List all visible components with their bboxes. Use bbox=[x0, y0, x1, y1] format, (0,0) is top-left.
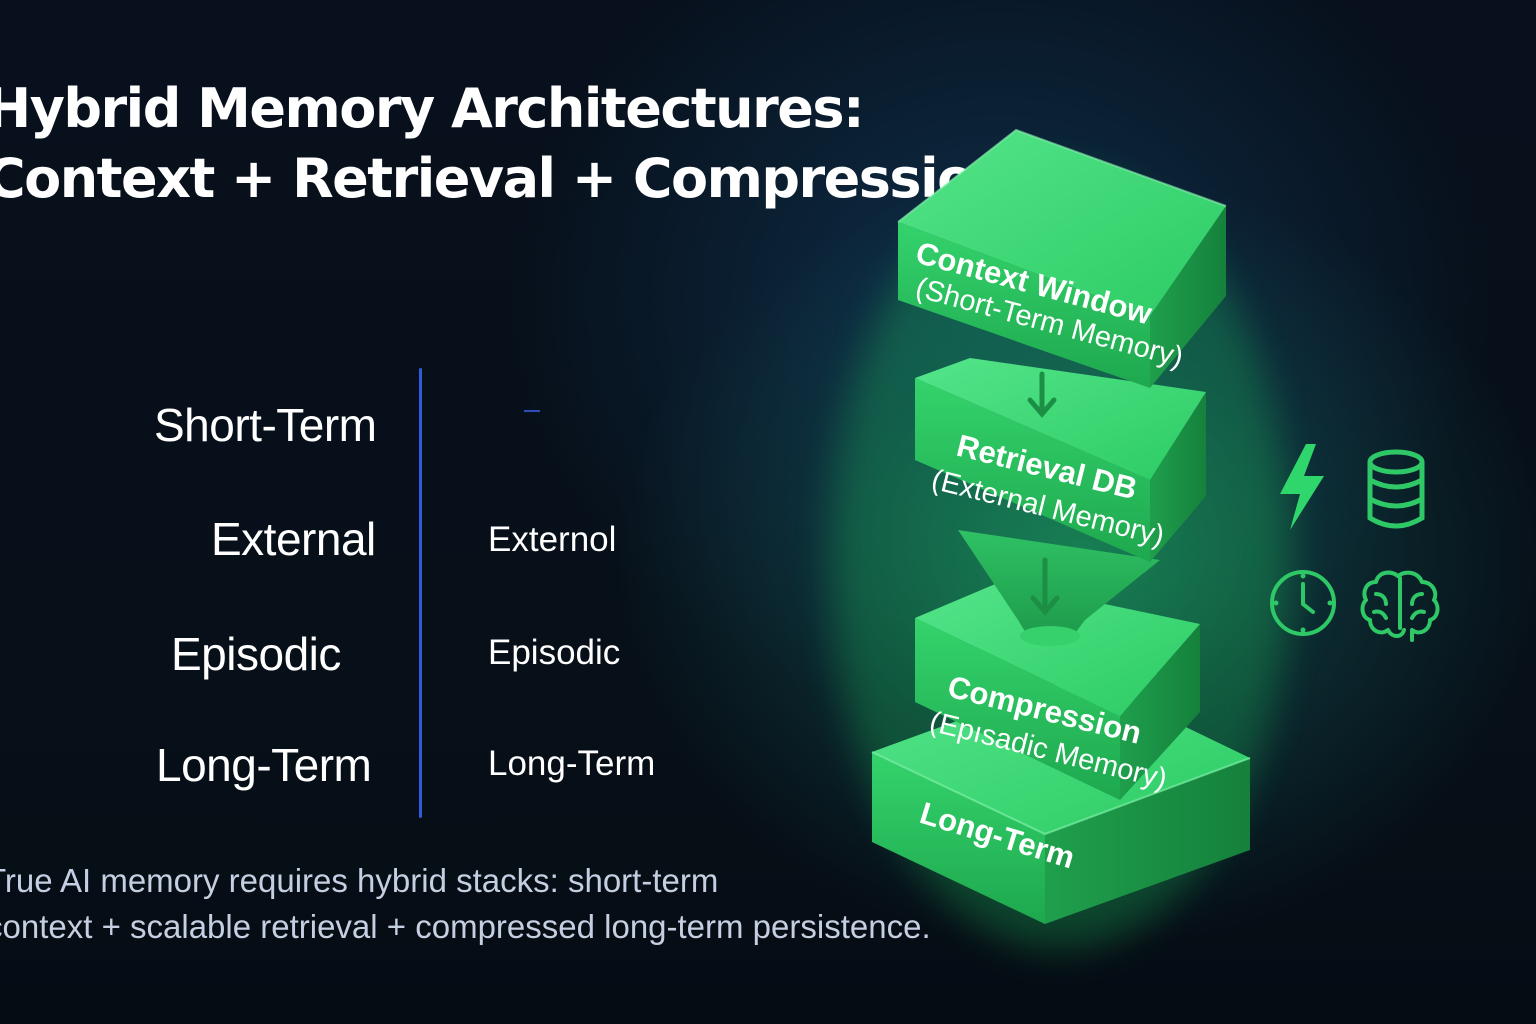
label-external: External bbox=[211, 513, 376, 565]
page-title: Hybrid Memory Architectures: Context + R… bbox=[0, 74, 1011, 214]
short-dash bbox=[524, 410, 540, 412]
brain-icon bbox=[1360, 570, 1440, 642]
vertical-divider bbox=[419, 368, 422, 818]
clock-icon bbox=[1270, 570, 1336, 636]
label-short-term: Short-Term bbox=[154, 399, 377, 451]
right-label-episodic: Episodic bbox=[488, 633, 621, 672]
flow-arrow-1 bbox=[1027, 371, 1057, 418]
label-long-term: Long-Term bbox=[156, 739, 372, 791]
title-line-1: Hybrid Memory Architectures: bbox=[0, 77, 865, 140]
database-icon bbox=[1367, 449, 1425, 529]
block-context: Context Window (Short-Term Memory) bbox=[897, 128, 1227, 388]
footer-line-1: True AI memory requires hybrid stacks: s… bbox=[0, 862, 719, 899]
lightning-icon bbox=[1280, 444, 1324, 530]
compression-funnel bbox=[958, 530, 1160, 646]
right-label-external: Externol bbox=[488, 520, 617, 559]
title-line-2: Context + Retrieval + Compression bbox=[0, 147, 1011, 210]
footer-line-2: context + scalable retrieval + compresse… bbox=[0, 908, 931, 945]
label-episodic: Episodic bbox=[171, 628, 341, 680]
footer-caption: True AI memory requires hybrid stacks: s… bbox=[0, 858, 931, 950]
flow-arrow-2 bbox=[1030, 557, 1060, 616]
right-label-long-term: Long-Term bbox=[488, 744, 656, 783]
